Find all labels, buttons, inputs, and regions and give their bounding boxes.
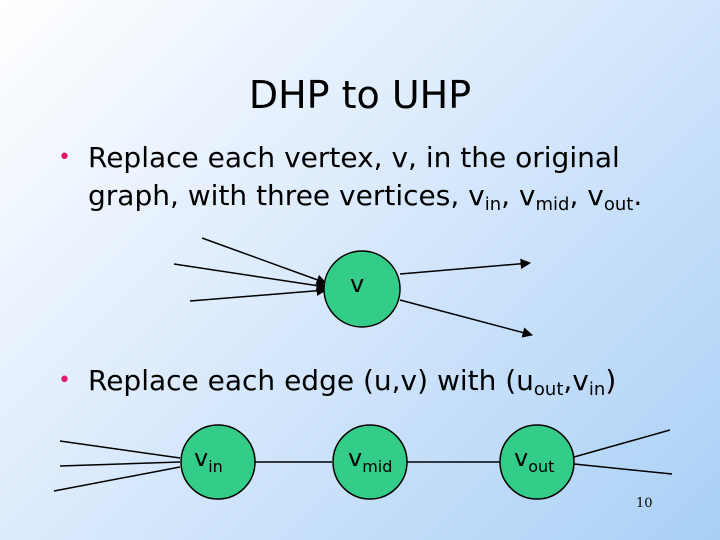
page-number: 10 [636, 496, 653, 511]
incoming-edge [201, 237, 327, 285]
vertex-v-out [499, 424, 575, 500]
vertex-v-in [180, 424, 256, 500]
bullet-marker: • [58, 145, 71, 170]
vertex-v-mid-label: vmid [348, 444, 393, 476]
outgoing-edge [573, 463, 673, 475]
bullet-text: Replace each vertex, v, in the original … [88, 141, 643, 215]
incoming-edge [59, 440, 181, 459]
vertex-v-mid [332, 424, 408, 500]
vertex-v-label: v [350, 270, 365, 298]
incoming-edge [189, 285, 328, 302]
incoming-edge [59, 461, 181, 467]
slide-title: DHP to UHP [248, 73, 472, 117]
incoming-edge [173, 263, 328, 291]
bullet-marker: • [58, 368, 71, 393]
outgoing-edge [399, 299, 534, 338]
outgoing-edge [399, 258, 532, 275]
vertex-v-in-label: vin [194, 444, 223, 476]
vertex-v-out-label: vout [514, 444, 555, 476]
outgoing-edge [573, 429, 671, 458]
bullet-text: Replace each edge (u,v) with (uout,vin) [88, 364, 617, 400]
incoming-edge [53, 466, 181, 492]
vertex-v [323, 250, 401, 328]
bullet-replace-edge: • Replace each edge (u,v) with (uout,vin… [58, 362, 678, 400]
bullet-replace-vertex: • Replace each vertex, v, in the origina… [58, 139, 678, 215]
